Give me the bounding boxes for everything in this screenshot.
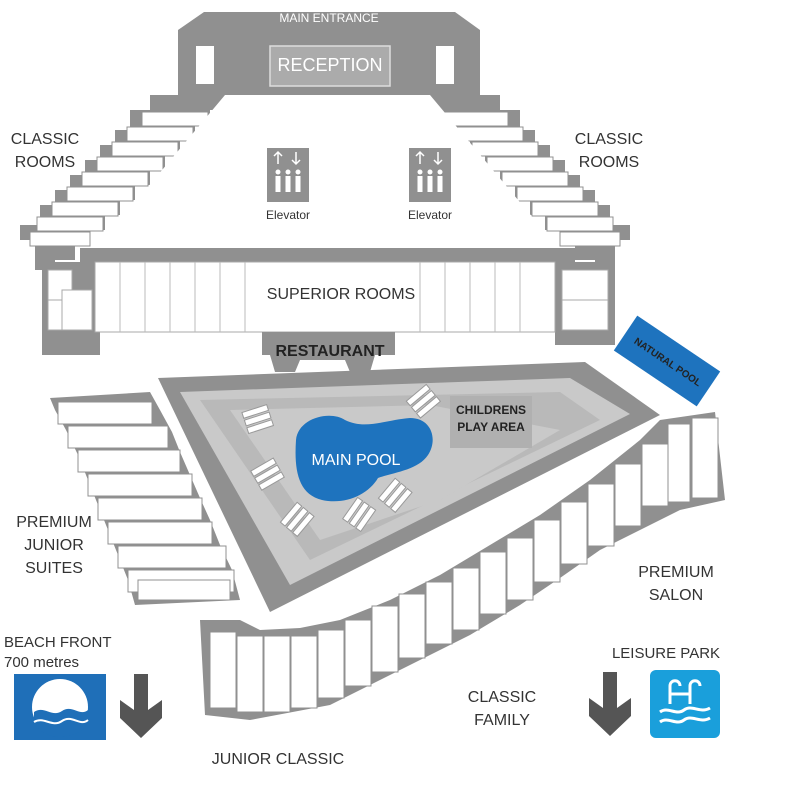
natural-pool [613, 315, 721, 407]
leisure-park-label: LEISURE PARK [611, 645, 721, 662]
elevator-left-label: Elevator [265, 208, 311, 222]
restaurant-building [262, 332, 395, 372]
classic-rooms-right-label: CLASSIC ROOMS [574, 131, 644, 171]
elevator-icon [267, 148, 309, 202]
main-entrance-label: MAIN ENTRANCE [279, 11, 379, 25]
superior-rooms-units [47, 261, 609, 333]
classic-rooms-left-label: CLASSIC ROOMS [10, 131, 80, 171]
superior-rooms-label: SUPERIOR ROOMS [266, 286, 416, 303]
arrow-down-icon [120, 674, 162, 738]
classic-family-label: CLASSIC FAMILY [467, 689, 537, 729]
childrens-play-area [450, 396, 532, 448]
premium-salon-units [209, 417, 719, 713]
junior-classic-label: JUNIOR CLASSIC [211, 751, 345, 768]
superior-rooms-dividers [119, 262, 521, 332]
pool-ladder-icon [650, 670, 720, 738]
main-pool-label: MAIN POOL [311, 452, 401, 469]
classic-rooms-left-units [29, 111, 209, 247]
reception-label: RECEPTION [277, 55, 383, 75]
reception-box [269, 45, 391, 87]
sun-loungers [241, 383, 442, 538]
restaurant-label: RESTAURANT [275, 343, 385, 360]
childrens-play-area-label: CHILDRENS PLAY AREA [455, 403, 526, 434]
premium-junior-suites-units [57, 401, 235, 601]
classic-rooms-right-units [441, 111, 621, 247]
elevator-icon-right [409, 148, 451, 202]
premium-junior-suites-label: PREMIUM JUNIOR SUITES [16, 514, 92, 577]
main-pool [295, 415, 433, 502]
beach-front-label: BEACH FRONT 700 metres [4, 634, 112, 671]
elevator-right-label: Elevator [407, 208, 453, 222]
arrow-down-icon-right [589, 672, 631, 736]
central-hall [95, 95, 560, 250]
premium-salon-label: PREMIUM SALON [638, 564, 714, 604]
